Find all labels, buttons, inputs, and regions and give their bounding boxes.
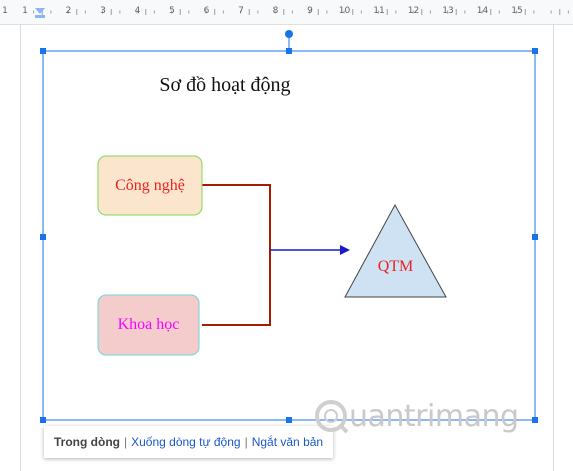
ruler-number: 12 xyxy=(407,6,420,16)
resize-handle-bottom-left[interactable] xyxy=(40,417,46,423)
ruler-ticks xyxy=(33,8,569,18)
text-wrap-toolbar: Trong dòng | Xuống dòng tự động | Ngắt v… xyxy=(44,426,334,458)
connector-bottom[interactable] xyxy=(202,250,271,326)
ruler-number: 4 xyxy=(134,6,141,16)
resize-handle-bottom[interactable] xyxy=(286,417,292,423)
ruler-number: 8 xyxy=(272,6,279,16)
arrowhead-icon xyxy=(340,245,350,255)
ruler-number: 6 xyxy=(203,6,210,16)
first-line-indent-icon[interactable] xyxy=(35,15,45,18)
resize-handle-top-left[interactable] xyxy=(40,48,46,54)
ruler-number: 1 xyxy=(2,6,8,16)
resize-handle-right[interactable] xyxy=(532,234,538,240)
triangle-qtm[interactable] xyxy=(344,203,447,298)
ruler-number: 5 xyxy=(169,6,175,16)
break-text-option[interactable]: Ngắt văn bản xyxy=(251,435,324,449)
box-khoa-hoc[interactable] xyxy=(97,294,200,356)
wrap-text-option[interactable]: Xuống dòng tự động xyxy=(131,435,241,449)
ruler-number: 15 xyxy=(511,6,523,16)
ruler-number: 9 xyxy=(307,6,313,16)
box-cong-nghe[interactable] xyxy=(97,155,203,216)
separator: | xyxy=(123,435,128,449)
ruler-number: 11 xyxy=(373,6,385,16)
resize-handle-top-right[interactable] xyxy=(532,48,538,54)
selection-frame[interactable] xyxy=(42,50,536,421)
resize-handle-top[interactable] xyxy=(286,48,292,54)
watermark-text: uantrimang xyxy=(349,398,519,434)
ruler-number: 7 xyxy=(238,6,244,16)
watermark: uantrimang xyxy=(313,398,519,434)
ruler-number: 1 xyxy=(22,6,28,16)
connector-top[interactable] xyxy=(202,184,271,250)
page-left-edge xyxy=(20,24,21,471)
diagram-title: Sơ đồ hoạt động xyxy=(159,74,291,96)
ruler-number: 10 xyxy=(338,6,351,16)
resize-handle-bottom-right[interactable] xyxy=(532,417,538,423)
ruler-number: 2 xyxy=(65,6,72,16)
rotate-handle[interactable] xyxy=(285,30,293,38)
watermark-logo-icon xyxy=(315,400,349,434)
ruler-number: 3 xyxy=(100,6,106,16)
ruler-number: 13 xyxy=(442,6,454,16)
separator: | xyxy=(244,435,248,449)
ruler-number: 14 xyxy=(476,6,489,16)
resize-handle-left[interactable] xyxy=(40,234,46,240)
triangle-qtm-label: QTM xyxy=(377,258,414,275)
page-right-edge xyxy=(553,24,554,471)
box-khoa-hoc-label: Khoa học xyxy=(117,316,180,333)
box-cong-nghe-label: Công nghệ xyxy=(115,176,185,194)
indent-marker-icon[interactable] xyxy=(35,8,45,14)
wrap-inline-option[interactable]: Trong dòng xyxy=(54,435,120,449)
